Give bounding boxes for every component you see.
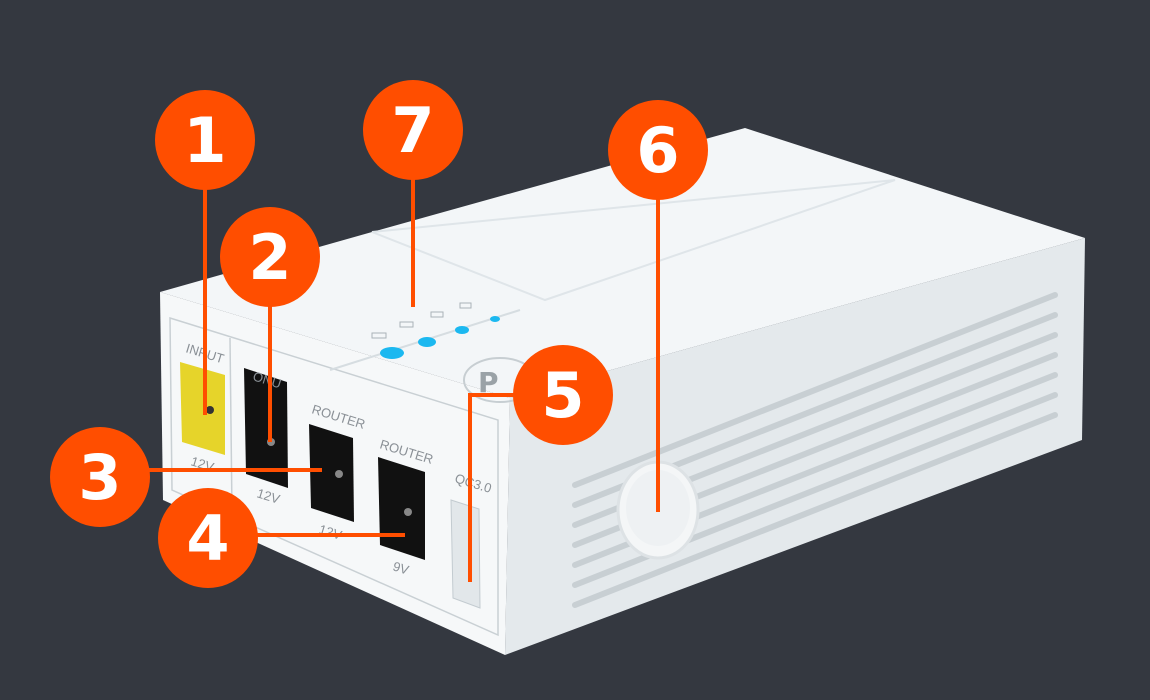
callout-7: 7: [363, 80, 463, 180]
router-12v-port[interactable]: [309, 424, 354, 522]
svg-text:7: 7: [391, 94, 434, 167]
svg-text:4: 4: [186, 502, 229, 575]
callout-5: 5: [513, 345, 613, 445]
battery-icon: [399, 321, 414, 328]
led-2: [418, 337, 436, 347]
callout-1: 1: [155, 90, 255, 190]
qc30-usb-port[interactable]: [450, 499, 481, 609]
port-voltage: 12V: [255, 486, 282, 507]
svg-text:3: 3: [78, 441, 121, 514]
router-9v-port[interactable]: [378, 457, 425, 560]
battery-icon: [371, 332, 387, 339]
callout-lines: [145, 175, 660, 582]
device-top-panel-line: [371, 179, 896, 302]
led-3: [455, 326, 469, 334]
svg-text:P: P: [478, 366, 499, 399]
port-voltage: 12V: [317, 522, 344, 543]
input-port[interactable]: [180, 362, 225, 455]
front-divider: [229, 337, 233, 513]
device-top-face: [160, 128, 1085, 398]
svg-text:1: 1: [183, 104, 226, 177]
port-voltage: 9V: [391, 559, 411, 578]
battery-indicator: [371, 302, 500, 359]
svg-text:6: 6: [636, 114, 679, 187]
callout-6: 6: [608, 100, 708, 200]
svg-text:2: 2: [248, 221, 291, 294]
callout-2: 2: [220, 207, 320, 307]
mini-ups-device: [160, 128, 1085, 655]
port-pin: [404, 508, 412, 516]
led-4: [490, 316, 500, 322]
port-pin: [206, 406, 214, 414]
callout-4: 4: [158, 488, 258, 588]
callout-line-5: [468, 393, 520, 582]
led-1: [380, 347, 404, 359]
callout-3: 3: [50, 427, 150, 527]
port-pin: [335, 470, 343, 478]
battery-icon: [430, 311, 444, 318]
front-panel-inset: [169, 316, 499, 637]
onu-port[interactable]: [244, 368, 288, 488]
battery-icon: [459, 302, 472, 309]
svg-text:5: 5: [541, 359, 584, 432]
